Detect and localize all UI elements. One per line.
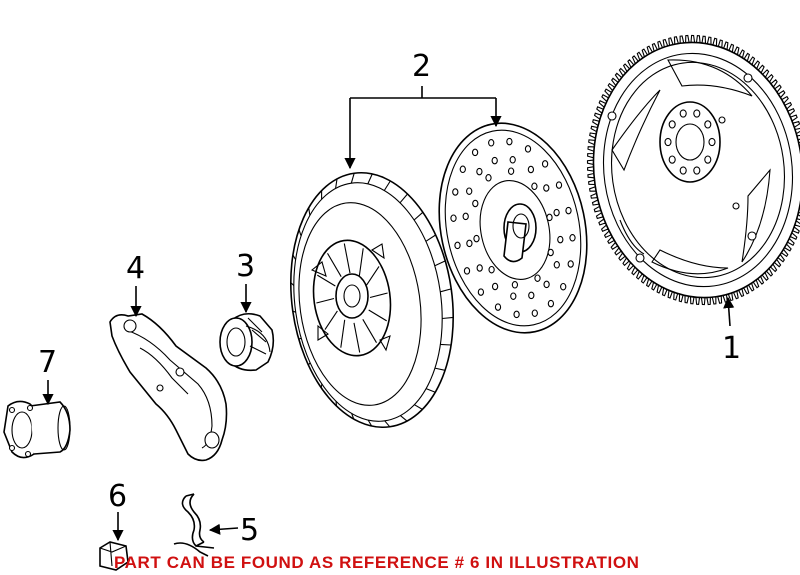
part-7-guide-tube[interactable] — [3, 400, 71, 459]
callout-7: 7 — [38, 345, 57, 380]
callout-2: 2 — [412, 49, 431, 84]
callout-5: 5 — [240, 513, 259, 548]
part-4-release-fork[interactable] — [109, 313, 228, 462]
part-1-flywheel[interactable] — [577, 29, 800, 311]
flywheel-hub-bolt-holes — [664, 109, 716, 175]
clutch-disc-rivet-holes — [450, 137, 576, 319]
callout-6: 6 — [108, 479, 127, 514]
diaphragm-spring-fingers — [316, 243, 388, 353]
part-2-clutch-disc[interactable] — [421, 109, 606, 346]
callout-4: 4 — [126, 251, 145, 286]
callout-numbers: 1 2 3 4 5 6 7 — [38, 49, 741, 548]
callout-3: 3 — [236, 249, 255, 284]
part-5-retainer-clip[interactable] — [173, 493, 215, 557]
part-2-pressure-plate[interactable] — [275, 162, 469, 438]
reference-note: PART CAN BE FOUND AS REFERENCE # 6 IN IL… — [114, 553, 640, 572]
part-6-bolt[interactable] — [99, 541, 129, 571]
part-3-release-bearing[interactable] — [219, 312, 275, 372]
pressure-plate-rim-notches — [290, 173, 454, 428]
leader-lines — [42, 86, 735, 542]
callout-1: 1 — [722, 331, 741, 366]
